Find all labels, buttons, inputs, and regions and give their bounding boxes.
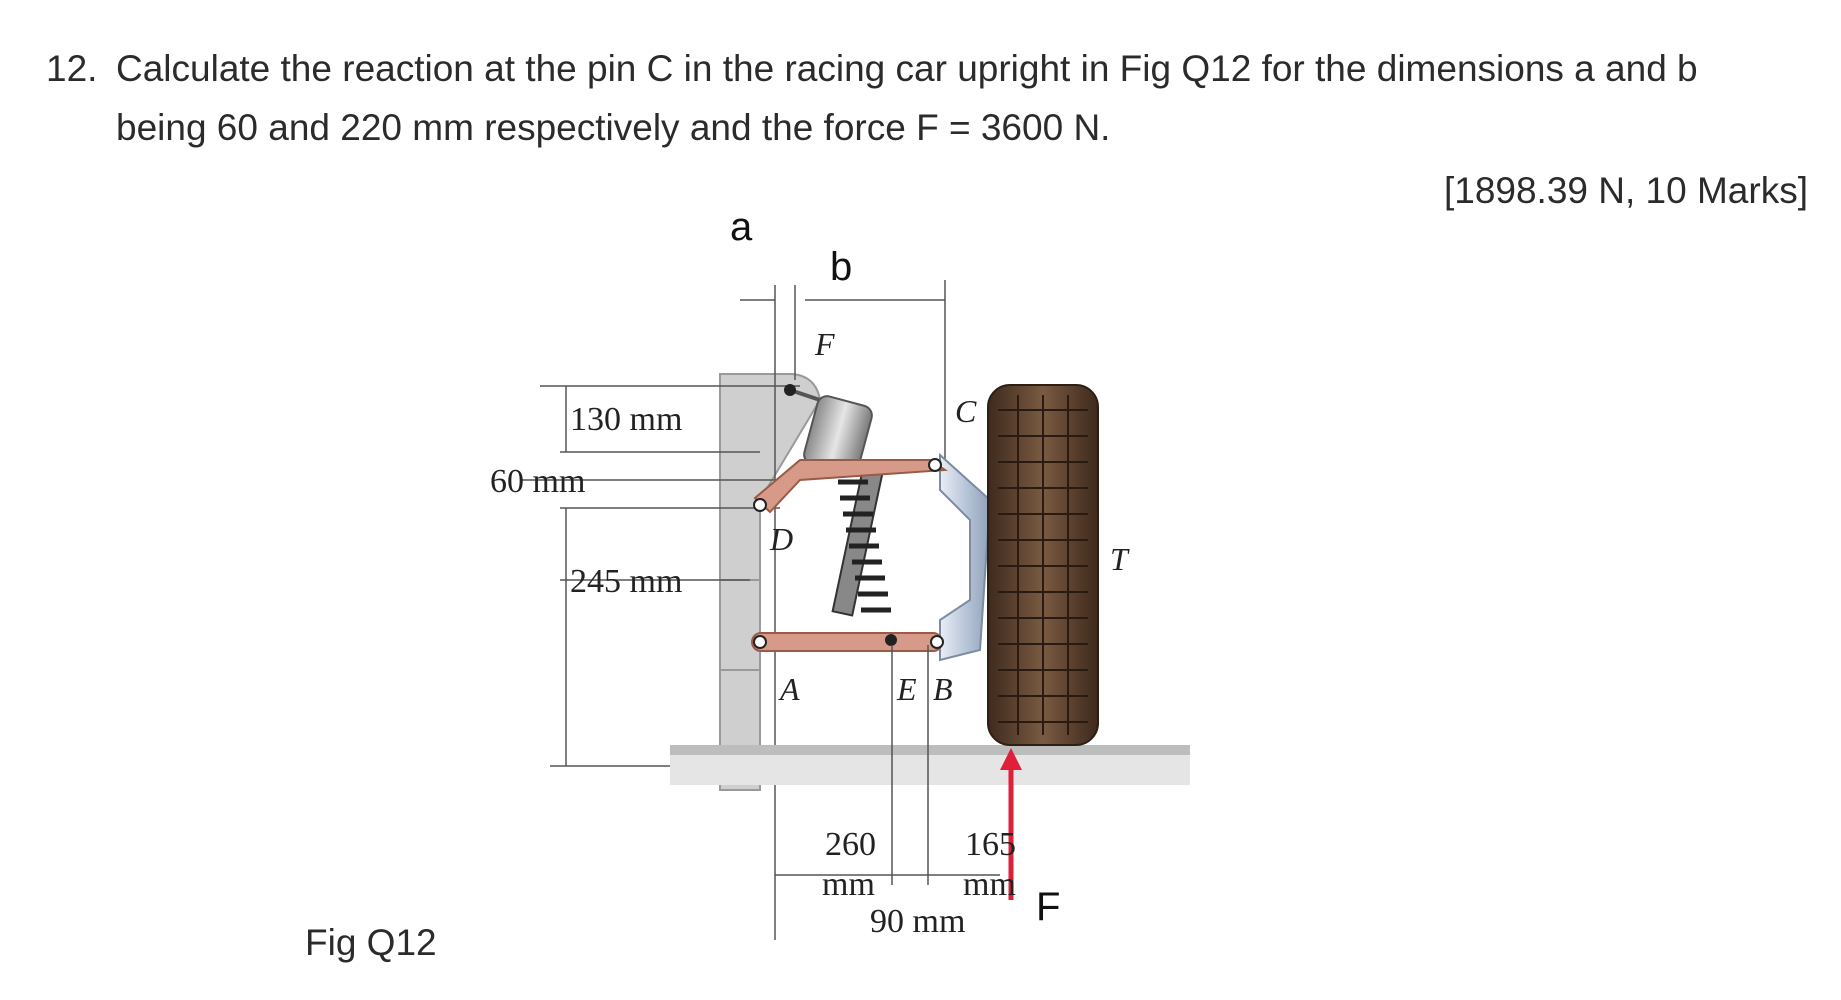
label-B: B <box>933 671 953 707</box>
dim-165-value: 165 <box>965 826 1016 863</box>
suspension-figure: a b F C D A E B T F 130 mm 60 mm 245 mm … <box>490 205 1190 940</box>
tire <box>987 384 1099 746</box>
force-arrow <box>1000 748 1022 900</box>
answer-marks: [1898.39 N, 10 Marks] <box>1443 170 1808 211</box>
dim-245mm: 245 mm <box>570 563 682 600</box>
dim-60mm: 60 mm <box>490 463 585 500</box>
pins <box>753 384 944 649</box>
lower-control-arm <box>751 632 943 652</box>
dim-260-value: 260 <box>825 826 876 863</box>
question-text-line-2: being 60 and 220 mm respectively and the… <box>116 107 1111 148</box>
bottom-dimension-lines <box>775 645 1000 885</box>
label-A: A <box>778 671 800 707</box>
label-b: b <box>830 245 852 289</box>
ground-shadow <box>670 755 1190 785</box>
label-F-bottom: F <box>1036 885 1060 929</box>
label-F-top: F <box>814 326 835 362</box>
question-number: 12. <box>46 48 98 89</box>
top-dimension-lines <box>740 280 946 940</box>
left-dimension-lines <box>520 385 800 767</box>
figure-caption: Fig Q12 <box>305 922 437 963</box>
dim-90mm: 90 mm <box>870 903 965 940</box>
label-D: D <box>769 521 793 557</box>
label-a: a <box>730 205 753 249</box>
dim-130mm: 130 mm <box>570 401 682 438</box>
upright <box>939 452 992 662</box>
upper-control-arm <box>753 459 948 514</box>
chassis-frame <box>719 373 822 791</box>
ground <box>670 745 1190 755</box>
label-C: C <box>955 393 977 429</box>
question-text-line-1: Calculate the reaction at the pin C in t… <box>116 48 1698 89</box>
label-T: T <box>1110 541 1130 577</box>
label-E: E <box>896 671 917 707</box>
dim-165-unit: mm <box>963 866 1016 903</box>
dim-260-unit: mm <box>822 866 875 903</box>
